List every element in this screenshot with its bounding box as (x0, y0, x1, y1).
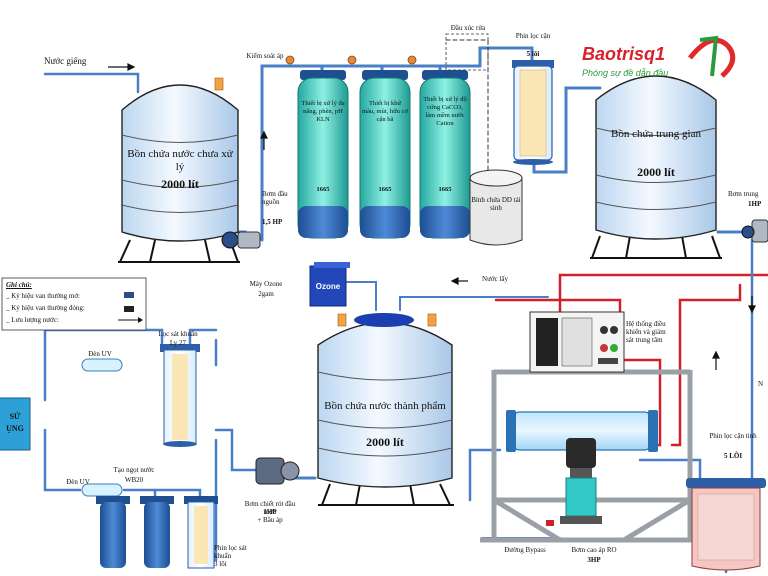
column-3 (419, 70, 471, 239)
sterilizer-filter (160, 344, 200, 447)
waste-water-label: Nước lấy (482, 275, 508, 283)
brand-name: Baotrisq1 (582, 44, 666, 64)
outlet-pump-extra: + Bầu áp (257, 516, 283, 524)
filter-3-size: 3 lõi (214, 560, 227, 568)
column-2-code: 1665 (378, 186, 392, 193)
flow-arrows (108, 63, 756, 370)
filter-5-right-label: Phin lọc cặn tinh (709, 432, 757, 440)
backwash-head-label: Đầu xúc rửa (450, 24, 486, 32)
ro-pump-power: 3HP (587, 556, 601, 564)
legend-title: Ghi chú: (6, 281, 32, 289)
column-1-code: 1665 (316, 186, 330, 193)
raw-tank-title: Bồn chứa nước chưa xử lý (127, 148, 233, 173)
regeneration-tank-label: Bình chứa DD tái sinh (471, 196, 521, 213)
legend-item-closed-valve: _ Ký hiệu van thường đóng: (6, 304, 85, 312)
uv-lamp-bottom-label: Đèn UV (66, 478, 90, 486)
outlet-pump (255, 457, 300, 485)
pressure-gauges (285, 55, 417, 65)
bypass-valve (546, 520, 554, 526)
bypass-label: Đường Bypass (504, 546, 546, 554)
control-system-label: Hệ thống điều khiển và giám sát trung tâ… (626, 320, 666, 345)
filter-3-label: Phin lọc sát khuẩn (214, 544, 247, 561)
outlet-pump-power: 1HP (263, 508, 277, 516)
ro-membrane (506, 410, 658, 452)
filter-5-right (686, 478, 766, 571)
uv-lamp-top (81, 358, 123, 372)
ro-pump-label: Bơm cao áp RO (571, 546, 617, 554)
well-water-pipe (43, 72, 140, 94)
ozone-capacity: 2gam (258, 290, 274, 298)
legend-item-flow: _ Lưu lượng nước: (6, 316, 59, 324)
mineral-filters (96, 496, 218, 569)
raw-tank-capacity: 2000 lít (161, 177, 199, 191)
pressure-check-label: Kiểm soát áp (246, 52, 284, 60)
intermediate-tank-capacity: 2000 lít (637, 165, 675, 179)
treatment-columns (297, 70, 471, 239)
intermediate-pump (741, 219, 768, 243)
backwash-head-box (445, 33, 489, 71)
raw-water-tank (118, 77, 240, 263)
sterilizer-label: Lọc sát khuẩn (158, 330, 198, 338)
use-point-box (0, 397, 31, 451)
source-pump (221, 231, 261, 249)
sterilizer-size: Ly 27 (169, 339, 187, 347)
regeneration-tank (469, 169, 523, 246)
source-pump-label: Bơm đầu nguồn (262, 190, 288, 207)
use-point-line1: SỬ (9, 412, 21, 421)
product-tank-title: Bồn chứa nước thành phẩm (324, 400, 446, 412)
intermediate-tank-title: Bồn chứa trung gian (611, 128, 701, 140)
ozone-machine-label: Máy Ozone (249, 280, 283, 288)
intermediate-pump-power: 1HP (748, 200, 762, 208)
n-label: N (758, 380, 764, 388)
use-point-line2: ỤNG (6, 424, 24, 433)
column-3-label: Thiết bị xử lý độ cứng CaCO3, làm mềm nư… (423, 96, 467, 128)
uv-lamp-top-label: Đèn UV (88, 350, 112, 358)
filter-5-top-label: Phin lọc cặn (515, 32, 551, 40)
mineral-model: WB20 (124, 476, 144, 484)
legend-item-open-valve: _ Ký hiệu van thường mở: (6, 292, 80, 300)
source-pump-power: 1,5 HP (262, 218, 283, 226)
ozone-machine (309, 262, 350, 307)
legend-box (1, 277, 147, 331)
well-water-label: Nước giếng (44, 56, 87, 66)
intermediate-pump-label: Bơm trung (728, 190, 759, 198)
outlet-pump-label: Bơm chiết rót đầu mơn (244, 500, 296, 517)
column-2 (359, 70, 411, 239)
filter-5-top-size: 5 lõi (526, 50, 540, 58)
product-tank-capacity: 2000 lít (366, 435, 404, 449)
filter-5-right-size: 5 LÕI (723, 452, 743, 460)
filter-5-top (512, 60, 554, 165)
brand-logo (688, 35, 736, 78)
ro-high-pressure-pump (560, 438, 602, 524)
control-panel (529, 311, 625, 373)
brand-slogan: Phóng sự đề dẫn đầu (582, 68, 669, 78)
column-1-label: Thiết bị xử lý đa năng, phèn, pH KLN (301, 100, 345, 124)
column-1 (297, 70, 349, 239)
mineral-label: Tạo ngọt nước (113, 466, 155, 474)
column-3-code: 1665 (438, 186, 452, 193)
product-tank (317, 313, 454, 506)
ro-frame (480, 369, 700, 543)
ozone-box-label: Ozone (315, 282, 341, 291)
column-2-label: Thiết bị khử màu, mùi, hữu cơ cặn bã (362, 100, 408, 124)
intermediate-tank (590, 75, 722, 259)
